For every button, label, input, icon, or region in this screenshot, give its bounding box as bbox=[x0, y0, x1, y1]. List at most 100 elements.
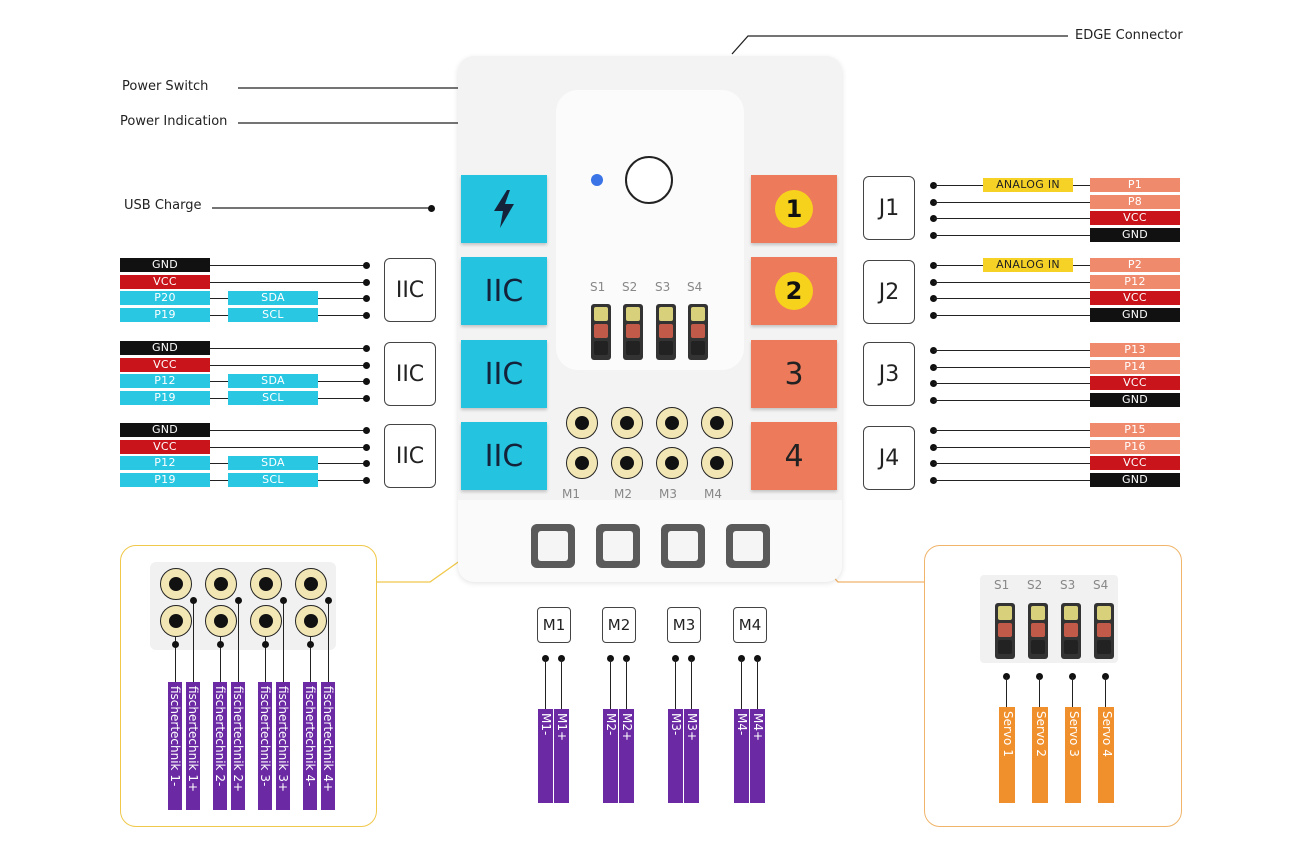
power-indication-label: Power Indication bbox=[120, 114, 228, 129]
left-pin-link-1-4 bbox=[210, 314, 228, 316]
motor-socket-2[interactable] bbox=[596, 524, 640, 568]
motor-dot-2-2 bbox=[623, 655, 630, 662]
iic-port-1[interactable]: IIC bbox=[461, 257, 547, 325]
servo-tag-3: Servo 3 bbox=[1065, 707, 1081, 803]
board-servo-header-4[interactable] bbox=[688, 304, 708, 360]
board-servo-header-2[interactable] bbox=[623, 304, 643, 360]
j4-port[interactable]: 4 bbox=[751, 422, 837, 490]
motor-wire-4-2 bbox=[757, 659, 759, 709]
servo-dot-1 bbox=[1003, 673, 1010, 680]
right-pin-line-4-4 bbox=[934, 479, 1090, 481]
motor-wire-3-2 bbox=[691, 659, 693, 709]
motor-tag-3-2: M3+ bbox=[684, 709, 699, 803]
ft-dot-minus-1 bbox=[172, 641, 179, 648]
board-motor-label-3: M3 bbox=[659, 487, 677, 501]
left-pin-line-2-2 bbox=[210, 364, 366, 366]
left-pin-line-2-4 bbox=[318, 397, 366, 399]
left-pin-1-3: P20 bbox=[120, 291, 210, 305]
board-hole-2-4[interactable] bbox=[701, 447, 733, 479]
board-bottom-panel bbox=[458, 500, 842, 582]
left-pin-line-2-3 bbox=[318, 381, 366, 383]
iic-port-3[interactable]: IIC bbox=[461, 422, 547, 490]
left-pin-2-2: VCC bbox=[120, 357, 210, 372]
board-servo-4-pin-2 bbox=[691, 324, 705, 338]
servo-detail-4-pin-1 bbox=[1097, 606, 1111, 620]
j1-port-number: 1 bbox=[775, 190, 813, 228]
left-pin-link-1-3 bbox=[210, 298, 228, 300]
left-pin-alt-3-3: SDA bbox=[228, 456, 318, 470]
ft-wire-plus-2 bbox=[238, 600, 240, 682]
iic-box-1-label: IIC bbox=[395, 277, 425, 303]
right-pin-dot-4-4 bbox=[930, 476, 937, 484]
right-pin-4-1: P15 bbox=[1090, 423, 1180, 437]
ft-dot-minus-3 bbox=[262, 641, 269, 648]
board-servo-header-3[interactable] bbox=[656, 304, 676, 360]
right-pin-2-3: VCC bbox=[1090, 291, 1180, 305]
iic-box-2: IIC bbox=[384, 342, 436, 406]
board-hole-2-2[interactable] bbox=[611, 447, 643, 479]
right-pin-dot-4-1 bbox=[930, 427, 937, 434]
ft-hole-center-1-4 bbox=[304, 577, 318, 591]
j2-port[interactable]: 2 bbox=[751, 257, 837, 325]
board-hole-2-1[interactable] bbox=[566, 447, 598, 479]
j4-box-label: J4 bbox=[878, 445, 900, 471]
right-pin-line-1-1 bbox=[934, 185, 984, 187]
iic-port-2[interactable]: IIC bbox=[461, 340, 547, 408]
left-pin-2-3: P12 bbox=[120, 374, 210, 388]
board-servo-4-pin-1 bbox=[691, 307, 705, 321]
board-servo-2-pin-2 bbox=[626, 324, 640, 338]
right-pin-dot-2-1 bbox=[930, 262, 937, 269]
left-pin-line-1-1 bbox=[210, 265, 366, 267]
left-pin-link-3-3 bbox=[210, 463, 228, 465]
j3-port[interactable]: 3 bbox=[751, 340, 837, 408]
board-hole-center-1-4 bbox=[710, 416, 724, 430]
edge-connector-label: EDGE Connector bbox=[1075, 28, 1183, 43]
right-pin-dot-3-4 bbox=[930, 396, 937, 404]
iic-box-3: IIC bbox=[384, 424, 436, 488]
left-pin-3-4: P19 bbox=[120, 472, 210, 487]
right-pin-2-1: P2 bbox=[1090, 258, 1180, 272]
ft-wire-minus-1 bbox=[175, 637, 177, 682]
board-servo-label-3: S3 bbox=[655, 280, 671, 294]
right-pin-1-2: P8 bbox=[1090, 194, 1180, 209]
left-pin-alt-1-3: SDA bbox=[228, 291, 318, 305]
board-hole-1-3[interactable] bbox=[656, 407, 688, 439]
j1-box-label: J1 bbox=[878, 195, 900, 221]
left-pin-link-2-4 bbox=[210, 397, 228, 399]
servo-detail-4-pin-2 bbox=[1097, 623, 1111, 637]
motor-wire-1-2 bbox=[561, 659, 563, 709]
right-pin-dot-3-2 bbox=[930, 363, 937, 371]
left-pin-line-1-2 bbox=[210, 281, 366, 283]
board-hole-center-1-3 bbox=[665, 416, 679, 430]
power-switch-button[interactable] bbox=[625, 156, 673, 204]
board-servo-3-pin-3 bbox=[659, 341, 673, 355]
board-servo-header-1[interactable] bbox=[591, 304, 611, 360]
board-hole-1-1[interactable] bbox=[566, 407, 598, 439]
motor-socket-4[interactable] bbox=[726, 524, 770, 568]
ft-hole-center-2-1 bbox=[169, 614, 183, 628]
motor-socket-1[interactable] bbox=[531, 524, 575, 568]
board-servo-label-2: S2 bbox=[622, 280, 638, 294]
servo-detail-2-pin-1 bbox=[1031, 606, 1045, 620]
power-switch-label: Power Switch bbox=[122, 79, 209, 94]
usb-charge-port[interactable] bbox=[461, 175, 547, 243]
board-hole-1-4[interactable] bbox=[701, 407, 733, 439]
ft-tag-plus-3: fischertechnik 3+ bbox=[276, 682, 290, 810]
right-pin-1-4: GND bbox=[1090, 227, 1180, 242]
right-pin-dot-2-2 bbox=[930, 278, 937, 286]
j1-port[interactable]: 1 bbox=[751, 175, 837, 243]
board-hole-2-3[interactable] bbox=[656, 447, 688, 479]
board-servo-3-pin-1 bbox=[659, 307, 673, 321]
left-pin-dot-1-2 bbox=[363, 278, 370, 286]
board-servo-1-pin-2 bbox=[594, 324, 608, 338]
board-hole-1-2[interactable] bbox=[611, 407, 643, 439]
servo-wire-4 bbox=[1105, 677, 1107, 707]
right-pin-1-1: P1 bbox=[1090, 178, 1180, 192]
board-motor-label-1: M1 bbox=[562, 487, 580, 501]
iic-port-1-label: IIC bbox=[484, 273, 524, 309]
ft-wire-minus-2 bbox=[220, 637, 222, 682]
right-pin-dot-1-4 bbox=[930, 231, 937, 239]
ft-wire-minus-4 bbox=[310, 637, 312, 682]
motor-socket-3[interactable] bbox=[661, 524, 705, 568]
j3-port-number: 3 bbox=[784, 356, 804, 392]
